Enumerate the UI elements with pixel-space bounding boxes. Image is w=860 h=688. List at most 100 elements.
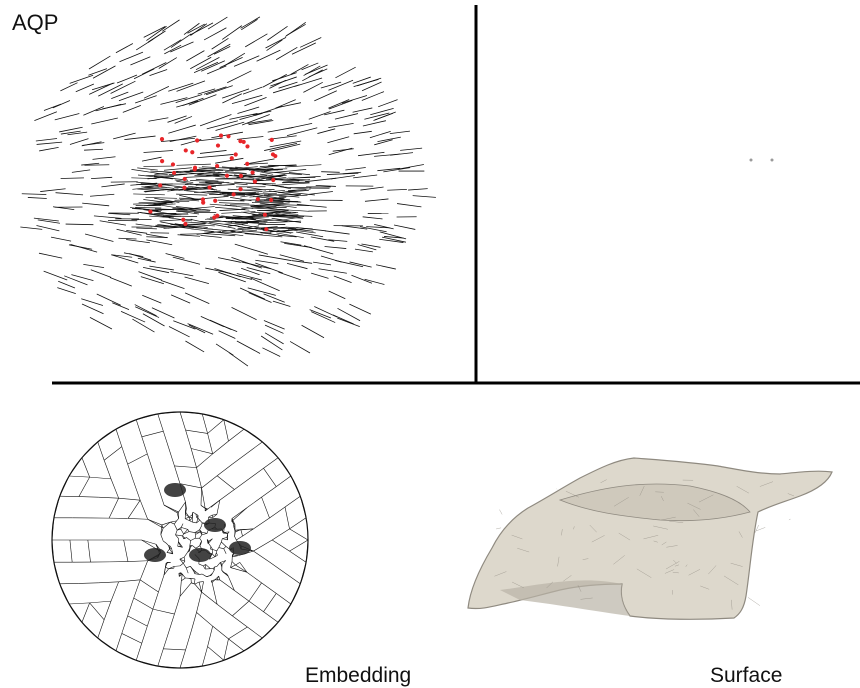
flow-arrow (364, 278, 385, 285)
flow-arrow (37, 219, 60, 224)
flow-arrow (132, 318, 155, 333)
flow-arrow (133, 193, 165, 196)
surface-edge (787, 493, 795, 497)
mesh-edge (123, 539, 129, 562)
mesh-edge (78, 476, 90, 497)
flow-arrow (81, 298, 104, 306)
mesh-edge (182, 533, 184, 537)
flow-arrow (162, 215, 182, 218)
flow-arrow (320, 81, 342, 89)
mesh-edge (212, 625, 229, 640)
mesh-edge (169, 548, 174, 554)
mesh-edge (174, 465, 197, 468)
flow-arrow (201, 166, 238, 170)
surface-edge (685, 564, 688, 567)
flow-marker (245, 144, 250, 149)
mesh-edge (269, 506, 286, 519)
flow-arrow (373, 112, 394, 121)
flow-marker (192, 167, 197, 172)
flow-arrow (131, 169, 161, 175)
mesh-edge (121, 446, 128, 465)
flow-arrow (135, 207, 159, 212)
flow-arrow (328, 123, 354, 129)
flow-arrow (378, 99, 398, 108)
mesh-edge (202, 413, 224, 421)
flow-arrow (179, 199, 200, 202)
mesh-edge (191, 448, 213, 455)
mesh-edge (289, 517, 307, 530)
flow-arrow (252, 170, 274, 175)
mesh-edge (231, 561, 236, 566)
flow-arrow (285, 216, 305, 220)
flow-arrow (309, 309, 332, 319)
surface-edge (565, 491, 579, 498)
mesh-edge (214, 552, 217, 557)
mesh-edge (196, 453, 213, 468)
mesh-edge (201, 531, 208, 534)
mesh-edge (193, 570, 196, 574)
flow-arrow (327, 136, 350, 144)
flow-arrow (137, 257, 156, 263)
flow-arrow (154, 213, 189, 215)
surface-edge (756, 527, 766, 532)
flow-arrow (400, 147, 423, 151)
mesh-edge (205, 508, 207, 510)
mesh-edge (179, 411, 203, 415)
flow-arrow (333, 275, 352, 284)
mesh-edge (222, 538, 228, 541)
mesh-edge (178, 541, 181, 547)
flow-arrow (213, 46, 231, 55)
surface-shadow (500, 580, 630, 616)
flow-arrow (160, 97, 188, 105)
mesh-edge (163, 631, 170, 649)
flow-marker (241, 139, 246, 145)
mesh-edge (196, 518, 199, 524)
flow-arrow (228, 352, 249, 367)
flow-arrow (267, 127, 294, 133)
mesh-edge (147, 518, 164, 529)
flow-arrow (83, 264, 105, 269)
flow-arrow (133, 202, 165, 205)
mesh-edge (108, 498, 119, 519)
flow-arrow (146, 236, 168, 238)
mesh-edge (223, 548, 227, 554)
flow-marker (231, 192, 236, 197)
flow-arrow (240, 178, 264, 181)
flow-arrow (285, 191, 315, 196)
mesh-edge (219, 489, 235, 501)
flow-arrow (43, 270, 68, 281)
flow-arrow (328, 147, 353, 156)
mesh-edge (174, 520, 177, 525)
flow-arrow (36, 225, 60, 232)
flow-arrow (262, 73, 287, 88)
flow-arrow (226, 70, 252, 84)
flow-arrow (185, 175, 220, 178)
surface-edge (687, 502, 701, 510)
flow-arrow (244, 233, 283, 238)
mesh-edge (182, 535, 184, 539)
mesh-edge (230, 567, 247, 573)
mesh-edge (165, 562, 168, 568)
flow-arrow (252, 193, 284, 200)
flow-arrow (285, 164, 322, 168)
flow-marker (158, 183, 163, 188)
surface-edge (700, 585, 710, 590)
flow-arrow (242, 86, 263, 95)
flow-arrow (82, 142, 105, 146)
flow-arrow (184, 276, 209, 285)
flow-arrow (262, 210, 289, 214)
flow-arrow (279, 254, 305, 262)
mesh-edge (207, 419, 224, 434)
mesh-edge (185, 516, 190, 520)
mesh-edge (228, 428, 245, 442)
flow-arrow (255, 259, 279, 265)
mesh-edge (103, 460, 112, 479)
flow-arrow (215, 157, 244, 164)
flow-arrow (259, 202, 297, 208)
mesh-edge (157, 413, 164, 432)
mesh-edge (166, 543, 169, 546)
surface-edge (589, 524, 597, 533)
mesh-edge (176, 511, 179, 514)
flow-arrow (308, 111, 331, 120)
flow-arrow (247, 158, 275, 165)
